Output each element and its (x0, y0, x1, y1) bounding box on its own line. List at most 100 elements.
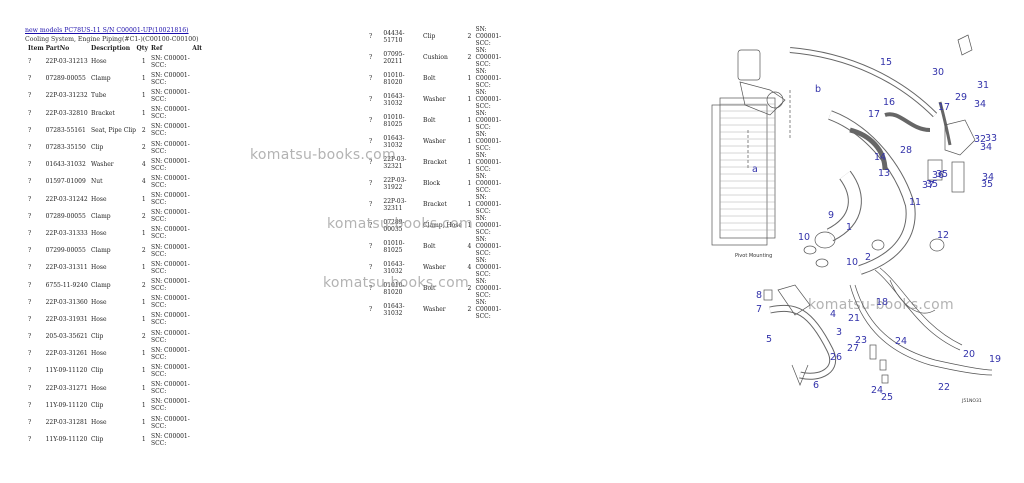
cell-qty: 1 (467, 96, 472, 103)
cell-ref: SN: C00001-SCC: (150, 346, 190, 361)
cell-ref: SN: C00001-SCC: (150, 209, 190, 224)
elbow-9 (814, 231, 836, 249)
callout-2: 2 (865, 252, 871, 263)
cell-item: ? (28, 333, 32, 341)
cell-description: Hose (91, 350, 107, 358)
cell-item: ? (28, 109, 32, 117)
cell-description: Cushion (423, 54, 448, 61)
cell-alt (513, 89, 529, 110)
page-subtitle: Cooling System, Engine Piping(#C1-)(C001… (25, 36, 199, 43)
cell-description: Bolt (423, 243, 436, 250)
callout-23: 23 (855, 335, 867, 346)
cell-description: Clamp (91, 247, 111, 255)
cell-qty: 2 (467, 33, 472, 40)
cell-ref: SN: C00001-SCC: (150, 363, 190, 378)
cell-partno: 6755-11-9240 (45, 281, 88, 289)
cell-description: Washer (423, 306, 446, 313)
cell-partno: 22P-03-31360 (45, 298, 88, 306)
callout-30: 30 (932, 67, 944, 78)
callout-33: 33 (985, 133, 997, 144)
cell-description: Hose (91, 315, 107, 323)
bracket-31 (944, 119, 976, 156)
cell-ref: SN: C00001-SCC: (475, 236, 502, 257)
cell-ref: SN: C00001-SCC: (150, 278, 190, 293)
callout-8: 8 (756, 290, 762, 301)
cell-description: Washer (423, 138, 446, 145)
callout-11: 11 (909, 197, 921, 208)
hose-1-inner (827, 171, 861, 241)
cell-qty: 2 (141, 126, 146, 134)
cell-ref: SN: C00001-SCC: (150, 243, 190, 258)
cell-description: Bracket (423, 201, 447, 208)
cell-partno: 01597-01009 (45, 178, 86, 186)
callout-32: 32 (974, 134, 986, 145)
parts-diagram: a b Pivot Mounting J51NO31 1234567891010… (711, 34, 1001, 404)
diagram-linework (711, 34, 993, 386)
cell-qty: 2 (141, 281, 146, 289)
watermark: komatsu-books.com (327, 216, 473, 232)
cell-alt (192, 225, 213, 242)
cell-alt (192, 87, 213, 104)
callout-3: 3 (836, 327, 842, 338)
cell-partno: 11Y-09-11120 (45, 367, 88, 375)
callout-9: 9 (828, 210, 834, 221)
table-header-row: Item PartNo Description Qty Ref Alt (28, 43, 213, 53)
cell-item: ? (28, 144, 32, 152)
cell-alt (513, 47, 529, 68)
callout-17: 17 (868, 109, 880, 120)
cell-qty: 1 (141, 264, 146, 272)
cell-partno: 22P-03-32311 (383, 197, 407, 212)
callout-24: 24 (895, 336, 907, 347)
callout-31: 31 (977, 80, 989, 91)
callout-16: 16 (883, 97, 895, 108)
cell-alt (192, 397, 213, 414)
callout-12: 12 (937, 230, 949, 241)
cell-item: ? (28, 195, 32, 203)
cell-item: ? (369, 159, 373, 166)
bracket-32 (951, 161, 965, 193)
cell-qty: 1 (467, 222, 472, 229)
cell-alt (513, 131, 529, 152)
cell-partno: 22P-03-31213 (45, 58, 88, 66)
cell-description: Bracket (91, 109, 115, 117)
cell-ref: SN: C00001-SCC: (150, 329, 190, 344)
cell-alt (192, 380, 213, 397)
cell-ref: SN: C00001-SCC: (475, 26, 502, 47)
cell-partno: 01643-31032 (383, 134, 405, 149)
cell-partno: 01643-31032 (383, 302, 405, 317)
cell-qty: 1 (141, 75, 146, 83)
cell-description: Bolt (423, 75, 436, 82)
cell-ref: SN: C00001-SCC: (475, 173, 502, 194)
cell-partno: 11Y-09-11120 (45, 401, 88, 409)
cell-item: ? (369, 285, 373, 292)
callout-6: 6 (813, 380, 819, 391)
cell-alt (192, 294, 213, 311)
cell-qty: 1 (141, 298, 146, 306)
cell-item: ? (28, 212, 32, 220)
cell-description: Hose (91, 419, 107, 427)
cell-ref: SN: C00001-SCC: (475, 278, 502, 299)
cell-qty: 2 (141, 144, 146, 152)
cell-partno: 07289-00055 (45, 75, 86, 83)
callout-20: 20 (963, 349, 975, 360)
hose-23b (854, 284, 993, 371)
cell-ref: SN: C00001-SCC: (150, 88, 190, 103)
callout-25: 25 (881, 392, 893, 403)
cell-description: Clip (91, 333, 104, 341)
cell-item: ? (369, 180, 373, 187)
model-link[interactable]: new models PC78US-11 S/N C00001-UP(10021… (25, 27, 189, 34)
cell-item: ? (369, 306, 373, 313)
cell-ref: SN: C00001-SCC: (475, 194, 502, 215)
cell-description: Clamp (91, 75, 111, 83)
cell-description: Clip (91, 144, 104, 152)
cell-alt (192, 242, 213, 259)
callout-14: 14 (874, 152, 886, 163)
cell-partno: 07289-00055 (45, 212, 86, 220)
cell-qty: 4 (467, 243, 472, 250)
